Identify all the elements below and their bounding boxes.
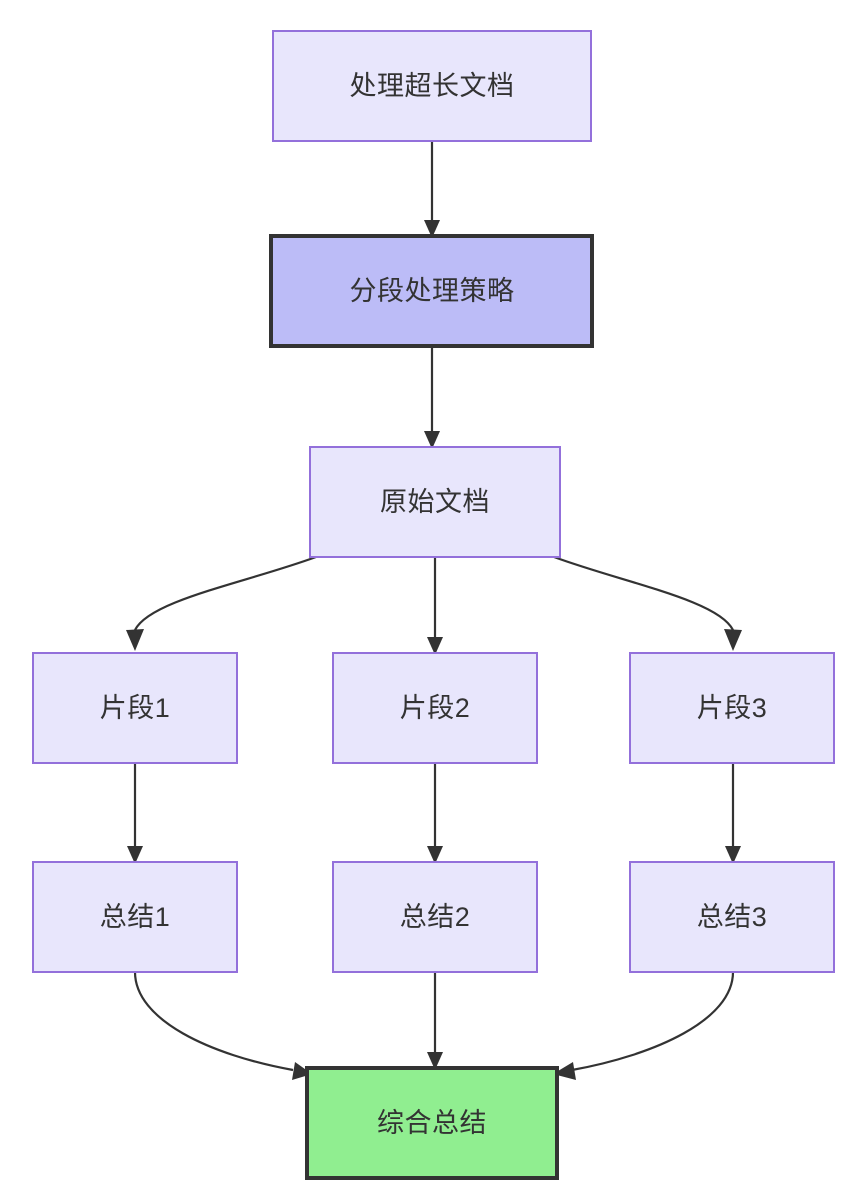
arrowhead-icon bbox=[427, 846, 443, 864]
edge-line bbox=[571, 971, 735, 1072]
edge-summary2-to-final bbox=[427, 972, 443, 1070]
arrowhead-icon bbox=[724, 629, 742, 651]
node-fragment-1[interactable]: 片段1 bbox=[32, 652, 238, 764]
node-label: 分段处理策略 bbox=[350, 276, 515, 306]
node-box[interactable] bbox=[332, 652, 538, 764]
edge-summary1-to-final bbox=[133, 971, 312, 1080]
node-label: 总结1 bbox=[100, 902, 171, 932]
arrowhead-icon bbox=[725, 846, 741, 864]
node-process-long-document[interactable]: 处理超长文档 bbox=[272, 30, 592, 142]
node-label: 片段3 bbox=[697, 693, 768, 723]
arrowhead-icon bbox=[427, 1052, 443, 1070]
arrowhead-icon bbox=[427, 637, 443, 655]
node-summary-1[interactable]: 总结1 bbox=[32, 861, 238, 973]
edge-line bbox=[133, 971, 294, 1072]
node-final-summary[interactable]: 综合总结 bbox=[305, 1066, 559, 1180]
node-box[interactable] bbox=[629, 652, 835, 764]
node-source-document[interactable]: 原始文档 bbox=[309, 446, 561, 558]
edge-strategy-to-source bbox=[424, 346, 440, 449]
arrowhead-icon bbox=[424, 431, 440, 449]
edge-summary3-to-final bbox=[553, 971, 735, 1080]
node-box[interactable] bbox=[332, 861, 538, 973]
edge-source-to-fragment3 bbox=[553, 555, 742, 651]
edge-line bbox=[134, 555, 317, 631]
edge-fragment1-to-summary1 bbox=[127, 763, 143, 864]
node-fragment-3[interactable]: 片段3 bbox=[629, 652, 835, 764]
node-box[interactable] bbox=[269, 234, 594, 348]
node-box[interactable] bbox=[32, 861, 238, 973]
edge-source-to-fragment1 bbox=[126, 555, 317, 651]
node-label: 片段2 bbox=[400, 693, 471, 723]
node-box[interactable] bbox=[272, 30, 592, 142]
node-summary-3[interactable]: 总结3 bbox=[629, 861, 835, 973]
arrowhead-icon bbox=[126, 629, 144, 651]
node-label: 片段1 bbox=[100, 693, 171, 723]
node-label: 总结3 bbox=[697, 902, 768, 932]
node-box[interactable] bbox=[629, 861, 835, 973]
node-layer: 处理超长文档 分段处理策略 原始文档 片段1 片段2 片段3 bbox=[32, 30, 835, 1180]
edge-fragment2-to-summary2 bbox=[427, 763, 443, 864]
edge-fragment3-to-summary3 bbox=[725, 763, 741, 864]
node-label: 处理超长文档 bbox=[350, 71, 515, 101]
node-label: 原始文档 bbox=[380, 487, 490, 517]
node-box[interactable] bbox=[309, 446, 561, 558]
node-fragment-2[interactable]: 片段2 bbox=[332, 652, 538, 764]
edge-process-to-strategy bbox=[424, 141, 440, 238]
edge-layer bbox=[126, 141, 742, 1080]
node-label: 综合总结 bbox=[377, 1108, 487, 1138]
arrowhead-icon bbox=[424, 220, 440, 238]
edge-line bbox=[553, 555, 734, 631]
node-summary-2[interactable]: 总结2 bbox=[332, 861, 538, 973]
node-label: 总结2 bbox=[400, 902, 471, 932]
node-box[interactable] bbox=[305, 1066, 559, 1180]
node-box[interactable] bbox=[32, 652, 238, 764]
arrowhead-icon bbox=[127, 846, 143, 864]
edge-source-to-fragment2 bbox=[427, 557, 443, 655]
node-chunk-strategy[interactable]: 分段处理策略 bbox=[269, 234, 594, 348]
